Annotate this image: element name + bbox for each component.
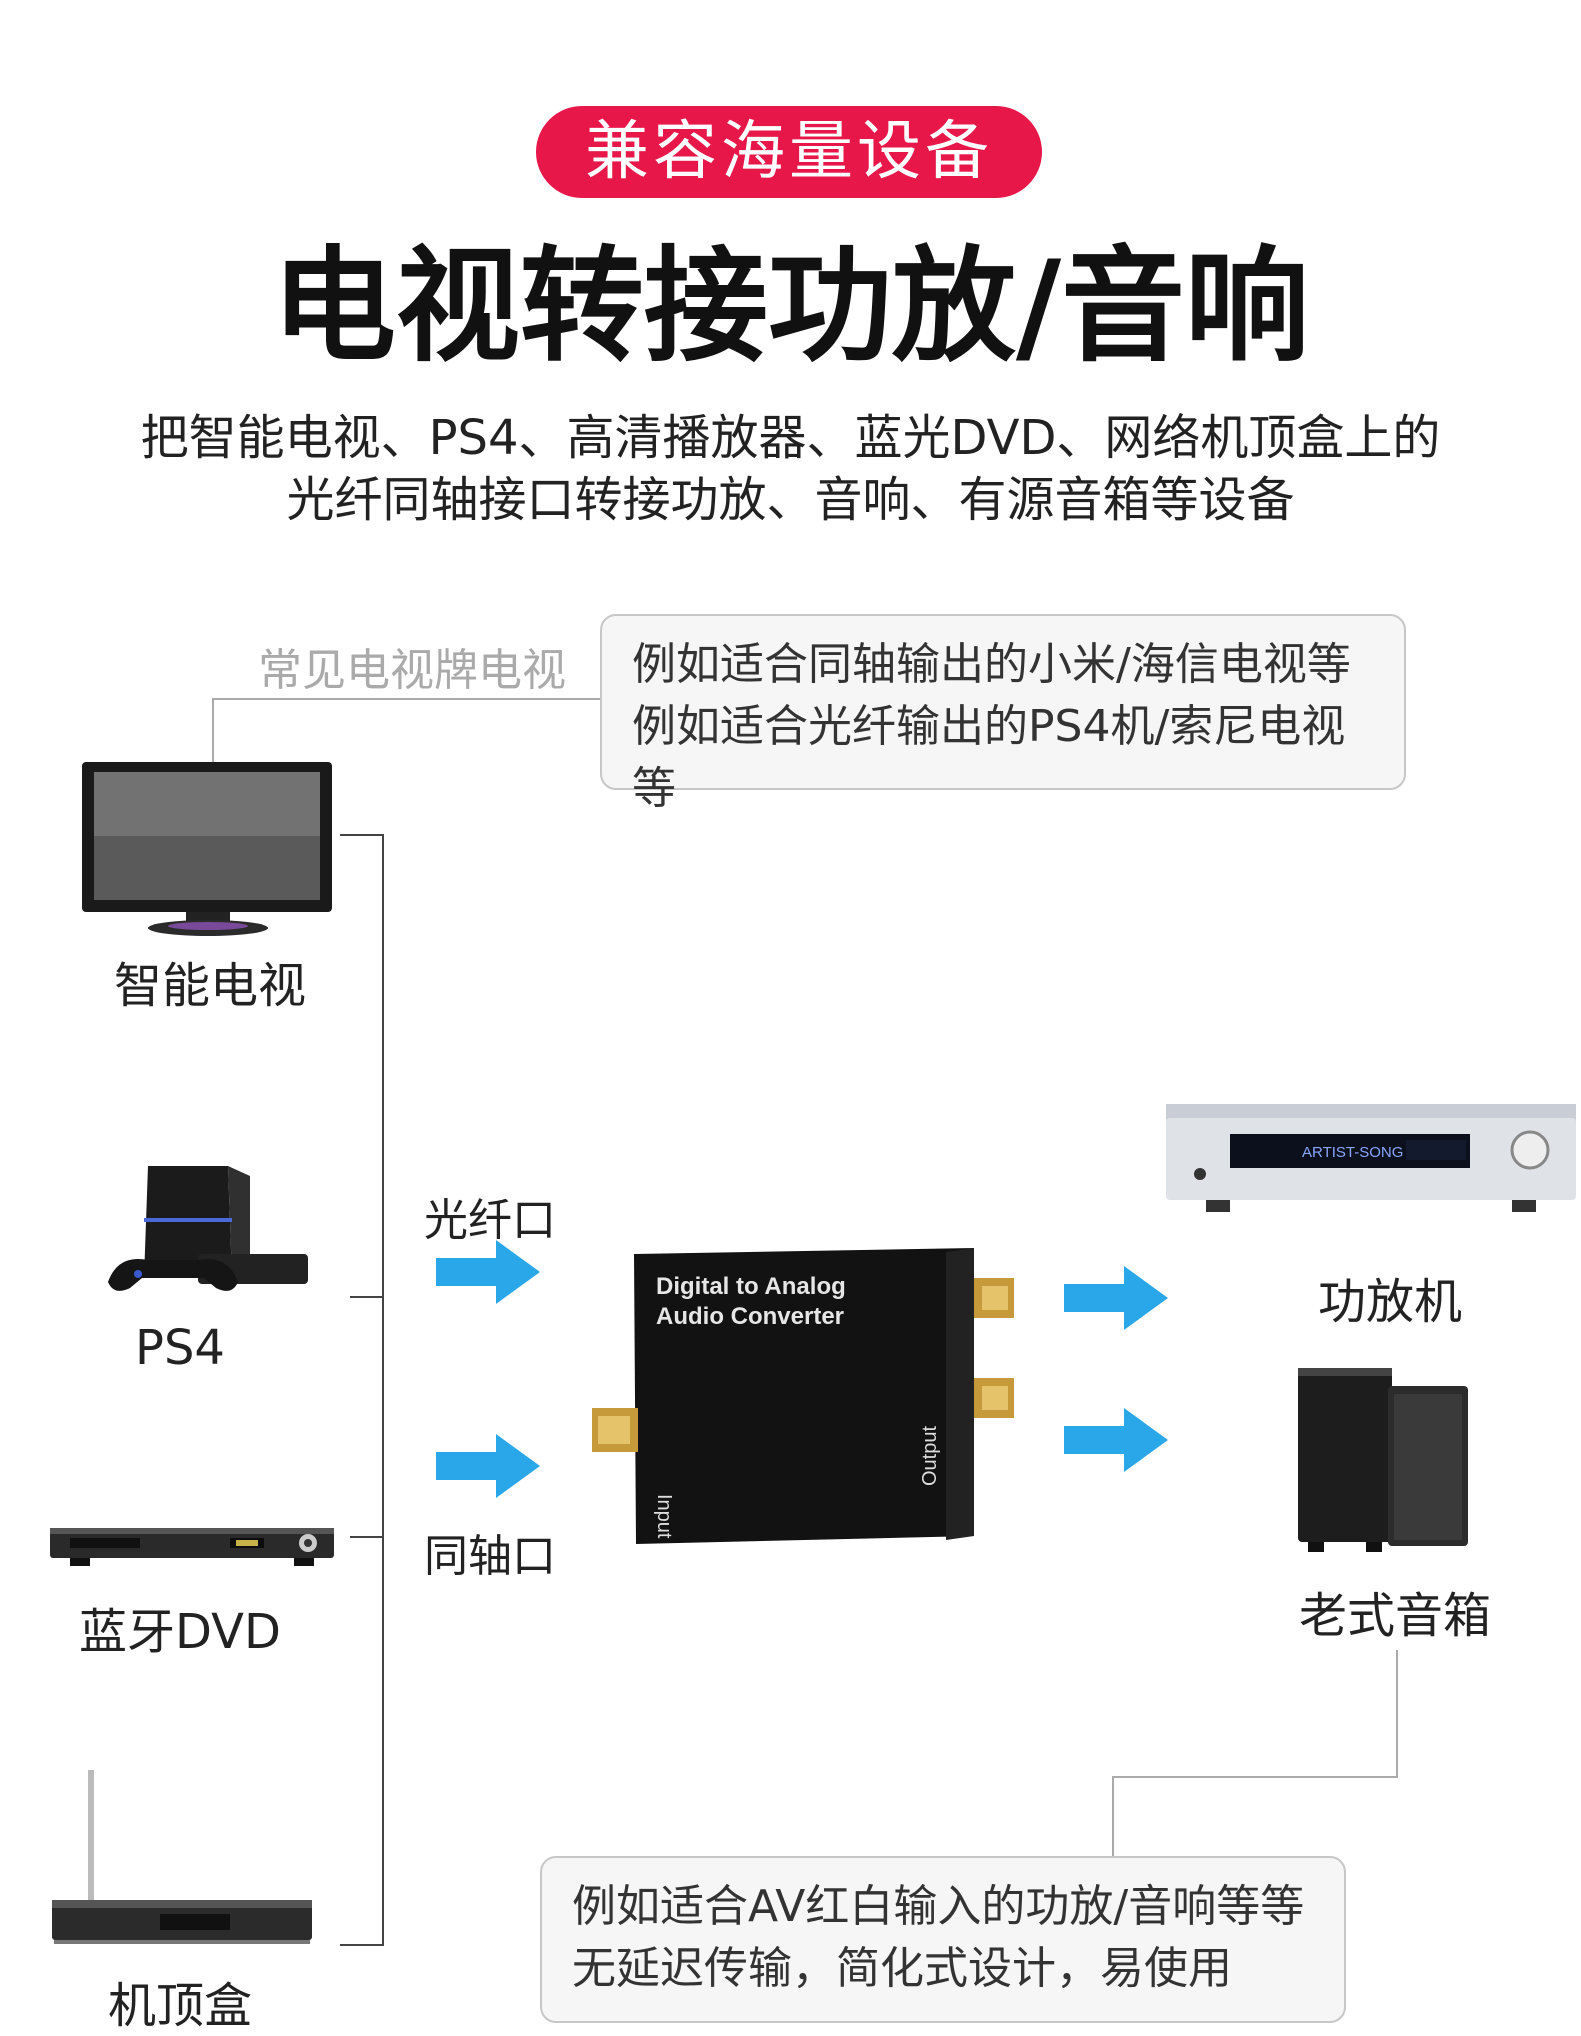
top-note-line-1: 例如适合同轴输出的小米/海信电视等 bbox=[632, 639, 1351, 690]
converter-device: Input Output bbox=[586, 1248, 1016, 1544]
subtitle-line-2: 光纤同轴接口转接功放、音响、有源音箱等设备 bbox=[286, 472, 1295, 528]
bracket-tick-tv bbox=[340, 834, 384, 836]
arrow-right-icon bbox=[1064, 1408, 1168, 1472]
smart-tv-icon bbox=[80, 758, 336, 938]
bracket-tick-dvd bbox=[350, 1536, 384, 1538]
arrow-right-icon bbox=[1064, 1266, 1168, 1330]
output-label-speaker: 老式音箱 bbox=[1298, 1588, 1491, 1644]
dvd-player-icon bbox=[50, 1524, 334, 1570]
bracket-line bbox=[382, 834, 384, 1946]
source-label-set-top-box: 机顶盒 bbox=[107, 1978, 252, 2034]
top-note-box: 例如适合同轴输出的小米/海信电视等 例如适合光纤输出的PS4机/索尼电视等 bbox=[600, 614, 1406, 814]
optical-port-label: 光纤口 bbox=[424, 1195, 556, 1246]
converter-title-line-1: Digital to Analog bbox=[656, 1273, 846, 1300]
bracket-tick-ps4 bbox=[350, 1296, 384, 1298]
top-note-line-2: 例如适合光纤输出的PS4机/索尼电视等 bbox=[632, 701, 1346, 814]
amplifier-icon: ARTIST-SONG bbox=[1166, 1104, 1576, 1214]
amplifier-display-text: ARTIST-SONG bbox=[1302, 1144, 1403, 1161]
callout-line bbox=[1112, 1776, 1398, 1778]
compatibility-badge: 兼容海量设备 bbox=[536, 106, 1042, 198]
source-label-ps4: PS4 bbox=[135, 1320, 225, 1376]
bracket-tick-set-top-box bbox=[340, 1944, 384, 1946]
source-label-tv: 智能电视 bbox=[113, 958, 306, 1014]
converter-output-label: Output bbox=[919, 1426, 941, 1486]
subtitle-line-1: 把智能电视、PS4、高清播放器、蓝光DVD、网络机顶盒上的 bbox=[140, 410, 1441, 466]
source-label-dvd: 蓝牙DVD bbox=[79, 1604, 281, 1660]
page-title: 电视转接功放/音响 bbox=[271, 235, 1310, 379]
arrow-right-icon bbox=[436, 1434, 540, 1498]
bottom-note-box: 例如适合AV红白输入的功放/音响等等 无延迟传输，简化式设计，易使用 bbox=[540, 1856, 1346, 2023]
ps4-console-icon bbox=[108, 1166, 308, 1300]
converter-title-line-2: Audio Converter bbox=[656, 1303, 845, 1330]
converter-input-label: Input bbox=[653, 1494, 675, 1539]
set-top-box-icon bbox=[50, 1770, 314, 1950]
bottom-note-line-2: 无延迟传输，简化式设计，易使用 bbox=[572, 1943, 1232, 1994]
output-label-amplifier: 功放机 bbox=[1317, 1274, 1462, 1330]
callout-line bbox=[1396, 1650, 1398, 1776]
bottom-note-line-1: 例如适合AV红白输入的功放/音响等等 bbox=[572, 1881, 1305, 1932]
callout-line bbox=[212, 698, 602, 700]
arrow-right-icon bbox=[436, 1240, 540, 1304]
tv-brand-label: 常见电视牌电视 bbox=[258, 645, 566, 696]
callout-line bbox=[212, 698, 214, 782]
callout-line bbox=[1112, 1776, 1114, 1856]
speaker-icon bbox=[1294, 1368, 1470, 1554]
coaxial-port-label: 同轴口 bbox=[424, 1531, 556, 1582]
converter-title: Digital to Analog Audio Converter bbox=[656, 1272, 846, 1332]
